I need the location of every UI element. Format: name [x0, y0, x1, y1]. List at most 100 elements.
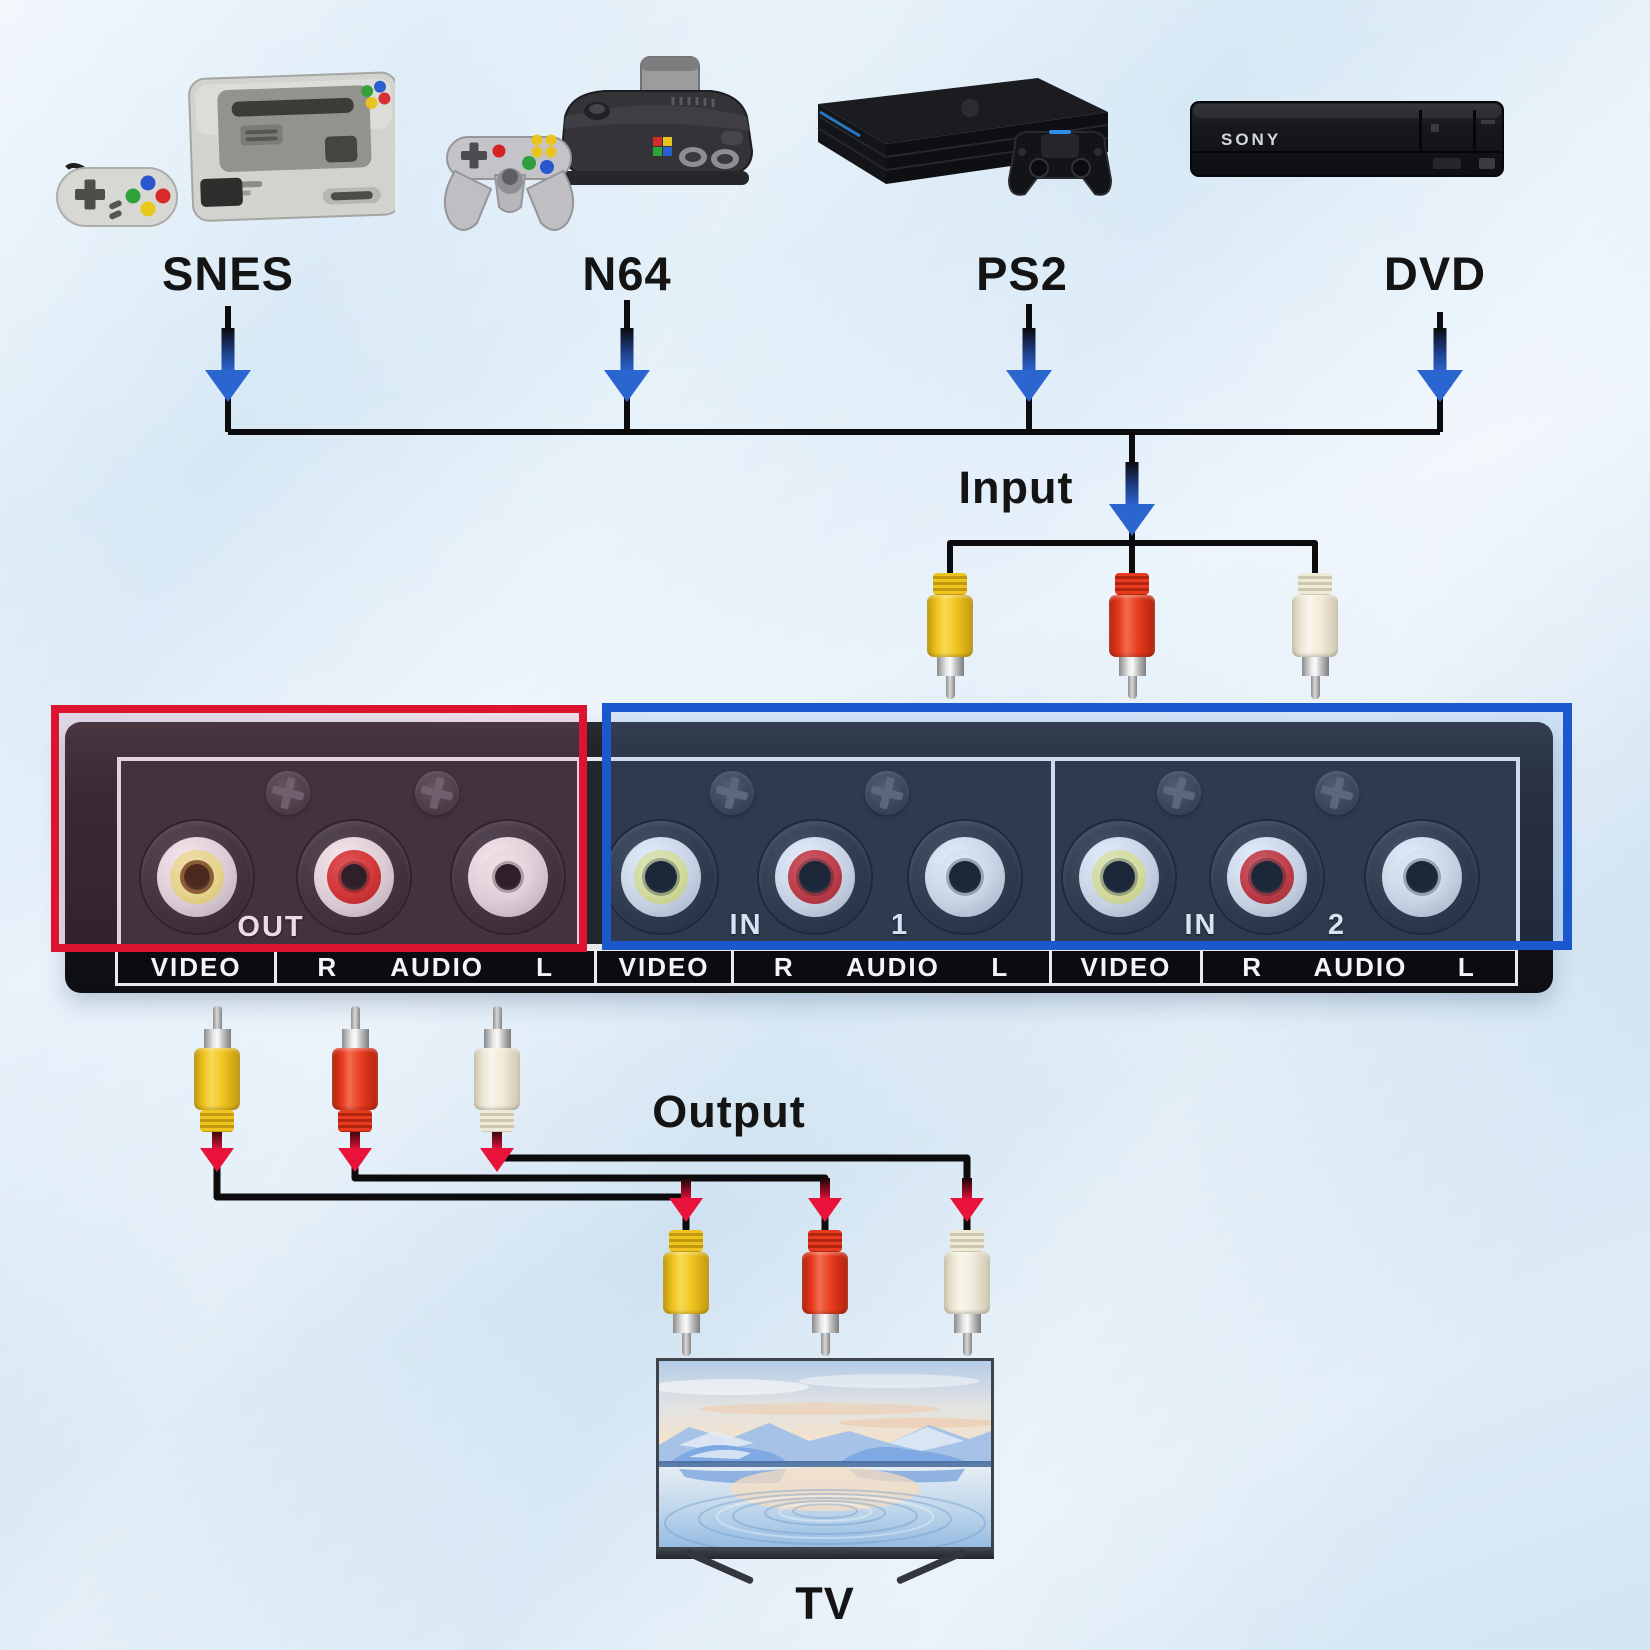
output-rca-plug-yellow — [189, 1006, 245, 1132]
in2-audio-jack-white — [1366, 821, 1478, 933]
port-label-video: VIDEO — [118, 951, 278, 983]
port-label-strip: VIDEO R AUDIO L VIDEO R AUDIO L VIDEO R … — [115, 948, 1518, 986]
input-rca-plug-white — [1287, 573, 1343, 699]
output-rca-plug-white — [469, 1006, 525, 1132]
plug-ribs — [480, 1110, 514, 1132]
plug-pin — [1310, 676, 1320, 699]
plug-body — [944, 1252, 990, 1314]
input-1-section: IN 1 — [577, 761, 1051, 944]
port-label-r: R — [317, 951, 339, 982]
in1-video-jack-yellow — [605, 821, 718, 933]
plug-body — [663, 1252, 709, 1314]
port-label-l: L — [536, 951, 554, 982]
screw-icon — [1157, 771, 1201, 815]
tv-image — [656, 1358, 994, 1585]
jack-panel: OUT IN 1 IN 2 — [117, 757, 1520, 948]
screw-icon — [1315, 771, 1359, 815]
plug-collar — [1118, 657, 1146, 676]
plug-pin — [212, 1006, 222, 1029]
plug-body — [332, 1048, 378, 1110]
device-label-n64: N64 — [582, 247, 672, 300]
plug-collar — [672, 1314, 700, 1333]
plug-pin — [945, 676, 955, 699]
ps2-console-image — [790, 60, 1135, 220]
output-label: Output — [652, 1086, 806, 1137]
plug-collar — [1301, 657, 1329, 676]
port-label-l: L — [991, 951, 1010, 982]
plug-ribs — [1115, 573, 1149, 595]
input-label: Input — [958, 462, 1074, 513]
plug-pin — [681, 1333, 691, 1356]
plug-ribs — [338, 1110, 372, 1132]
plug-pin — [492, 1006, 502, 1029]
plug-body — [1109, 595, 1155, 657]
plug-ribs — [808, 1230, 842, 1252]
plug-body — [474, 1048, 520, 1110]
input-rca-plug-yellow — [922, 573, 978, 699]
plug-ribs — [669, 1230, 703, 1252]
in1-audio-jack-white — [909, 821, 1022, 933]
port-label-audio-word: AUDIO — [1313, 951, 1408, 982]
dvd-brand-text: SONY — [1221, 130, 1281, 149]
device-label-ps2: PS2 — [976, 247, 1068, 300]
in2-caption: IN — [1184, 909, 1218, 941]
tv-screen — [656, 1358, 994, 1550]
dvd-player-image: SONY — [1183, 86, 1513, 197]
tv-rca-plug-yellow — [658, 1230, 714, 1356]
in2-audio-jack-red — [1211, 821, 1323, 933]
tv-rca-plug-red — [797, 1230, 853, 1356]
plug-pin — [1127, 676, 1137, 699]
plug-ribs — [1298, 573, 1332, 595]
plug-pin — [350, 1006, 360, 1029]
screw-icon — [266, 771, 310, 815]
plug-collar — [936, 657, 964, 676]
tv-label: TV — [795, 1578, 855, 1629]
screw-icon — [415, 771, 459, 815]
device-label-snes: SNES — [162, 247, 294, 300]
av-switch-box: OUT IN 1 IN 2 VIDEO — [65, 722, 1553, 993]
out-audio-jack-white — [452, 821, 564, 933]
plug-pin — [820, 1333, 830, 1356]
snes-console-image — [55, 50, 402, 245]
port-label-audio: R AUDIO L — [1203, 951, 1515, 983]
port-label-video: VIDEO — [597, 951, 735, 983]
plug-collar — [811, 1314, 839, 1333]
out-audio-jack-red — [298, 821, 410, 933]
in1-number: 1 — [890, 909, 910, 941]
plug-body — [1292, 595, 1338, 657]
screw-icon — [865, 771, 910, 815]
port-label-audio: R AUDIO L — [734, 951, 1052, 983]
in2-video-jack-yellow — [1063, 821, 1175, 933]
out-caption: OUT — [237, 911, 305, 943]
plug-collar — [203, 1029, 231, 1048]
in1-audio-jack-red — [759, 821, 872, 933]
port-label-r: R — [773, 951, 795, 982]
tv-bottom-bezel — [656, 1550, 994, 1559]
input-2-section: IN 2 — [1051, 761, 1516, 944]
tv-rca-plug-white — [939, 1230, 995, 1356]
port-label-audio-word: AUDIO — [390, 951, 485, 982]
plug-body — [194, 1048, 240, 1110]
plug-ribs — [933, 573, 967, 595]
plug-collar — [483, 1029, 511, 1048]
n64-console-image — [425, 45, 755, 240]
in1-caption: IN — [729, 909, 763, 941]
plug-collar — [341, 1029, 369, 1048]
plug-body — [927, 595, 973, 657]
in2-number: 2 — [1327, 909, 1347, 941]
screw-icon — [710, 771, 755, 815]
plug-collar — [953, 1314, 981, 1333]
plug-pin — [962, 1333, 972, 1356]
plug-ribs — [200, 1110, 234, 1132]
port-label-r: R — [1242, 951, 1264, 982]
port-label-l: L — [1457, 951, 1476, 982]
port-label-audio-word: AUDIO — [846, 951, 940, 982]
output-rca-plug-red — [327, 1006, 383, 1132]
port-label-audio: R AUDIO L — [277, 951, 598, 983]
port-label-video: VIDEO — [1052, 951, 1203, 983]
plug-body — [802, 1252, 848, 1314]
out-video-jack-yellow — [141, 821, 253, 933]
input-rca-plug-red — [1104, 573, 1160, 699]
plug-ribs — [950, 1230, 984, 1252]
